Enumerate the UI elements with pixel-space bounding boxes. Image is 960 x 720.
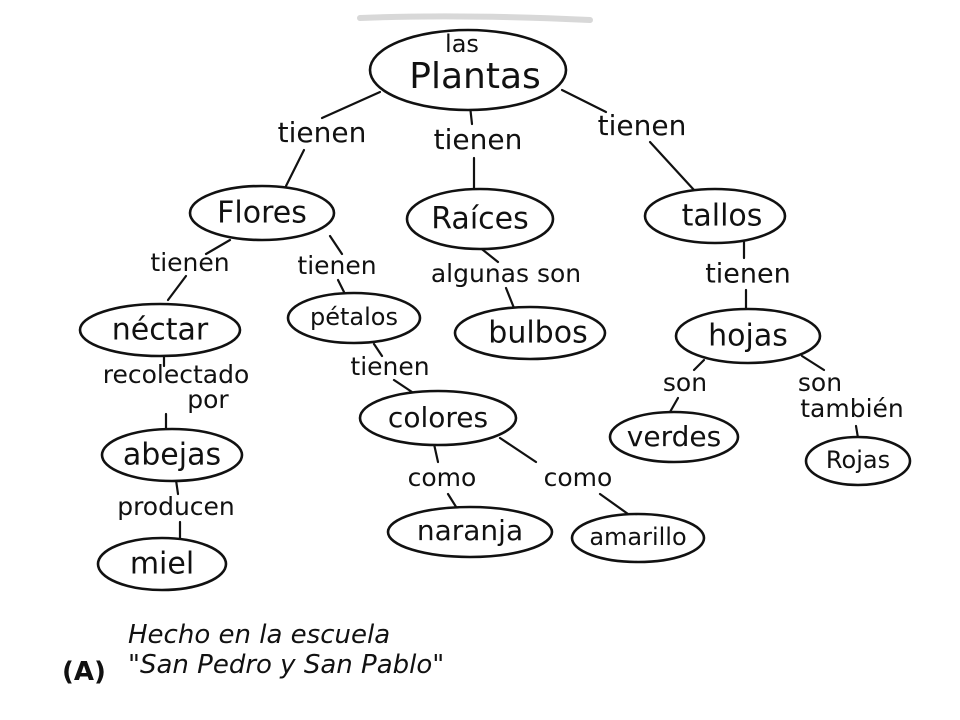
link-petalos-colores: tienen [350,352,429,381]
line-hojas-son2 [800,354,826,372]
link-hojas-verdes: son [663,368,707,397]
line-algunas-bulbos [504,286,516,310]
node-bulbos: bulbos [453,305,607,361]
node-amarillo-label: amarillo [589,523,686,551]
line-hojas-son1 [692,358,706,372]
line-como2-amarillo [598,492,630,516]
node-plantas-line2: Plantas [409,56,541,97]
node-verdes: verdes [608,410,740,464]
link-nectar-abejas-1: recolectado [103,360,250,389]
node-naranja: naranja [386,505,554,559]
footer-credit: Hecho en la escuela "San Pedro y San Pab… [62,620,444,687]
line-colores-como2 [498,436,538,464]
node-verdes-label: verdes [627,420,721,453]
node-flores: Flores [188,184,336,242]
line-flores-tienen5 [328,234,344,256]
node-abejas-label: abejas [123,438,221,473]
node-miel-label: miel [130,547,194,582]
node-raices-label: Raíces [431,202,529,237]
link-hojas-rojas-2: también [800,394,904,423]
node-petalos-label: pétalos [310,303,398,331]
node-colores: colores [358,389,518,447]
scan-smudge [357,13,593,23]
line-tienen3-tallos [648,140,696,192]
node-nectar-label: néctar [112,313,209,348]
node-naranja-label: naranja [417,514,523,547]
line-abejas-producen [174,478,180,496]
link-flores-nectar: tienen [150,248,229,277]
node-colores-label: colores [388,401,488,434]
node-amarillo: amarillo [570,512,706,564]
node-raices: Raíces [405,187,555,251]
link-nectar-abejas-2: por [187,385,229,414]
node-hojas-label: hojas [708,319,788,354]
line-colores-como1 [432,442,440,464]
line-petalos-tienen7 [372,342,384,358]
link-raices-bulbos: algunas son [431,259,581,288]
line-plantas-tienen1 [320,90,382,120]
node-nectar: néctar [78,302,242,358]
node-miel: miel [96,536,228,592]
link-tallos-hojas: tienen [705,259,791,290]
node-flores-label: Flores [217,196,307,231]
link-colores-amarillo: como [544,463,613,492]
node-tallos: tallos [643,187,787,245]
node-plantas-line1: las [445,30,479,58]
node-petalos: pétalos [286,291,422,345]
link-plantas-flores: tienen [278,116,367,149]
line-plantas-tienen3 [560,88,608,114]
footer-line2: "San Pedro y San Pablo" [128,650,444,680]
node-bulbos-label: bulbos [488,316,587,351]
link-colores-naranja: como [408,463,477,492]
line-tienen7-colores [392,378,414,394]
link-plantas-tallos: tienen [598,109,687,142]
line-flores-tienen4 [204,238,232,256]
link-hojas-rojas-1: son [798,368,842,397]
link-plantas-raices: tienen [434,123,523,156]
link-labels: tienen tienen tienen tienen tienen algun… [103,109,904,521]
link-abejas-miel: producen [117,492,235,521]
node-plantas: las Plantas [368,28,568,112]
line-tienen4-nectar [166,274,188,302]
link-flores-petalos: tienen [297,251,376,280]
footer-letter: (A) [62,657,106,687]
node-tallos-label: tallos [682,199,763,234]
footer-line1: Hecho en la escuela [128,620,390,650]
line-tienen1-flores [284,148,306,188]
node-rojas-label: Rojas [826,446,890,474]
node-hojas: hojas [674,307,822,365]
node-rojas: Rojas [804,435,912,487]
line-son1-verdes [668,396,680,414]
node-abejas: abejas [100,427,244,483]
